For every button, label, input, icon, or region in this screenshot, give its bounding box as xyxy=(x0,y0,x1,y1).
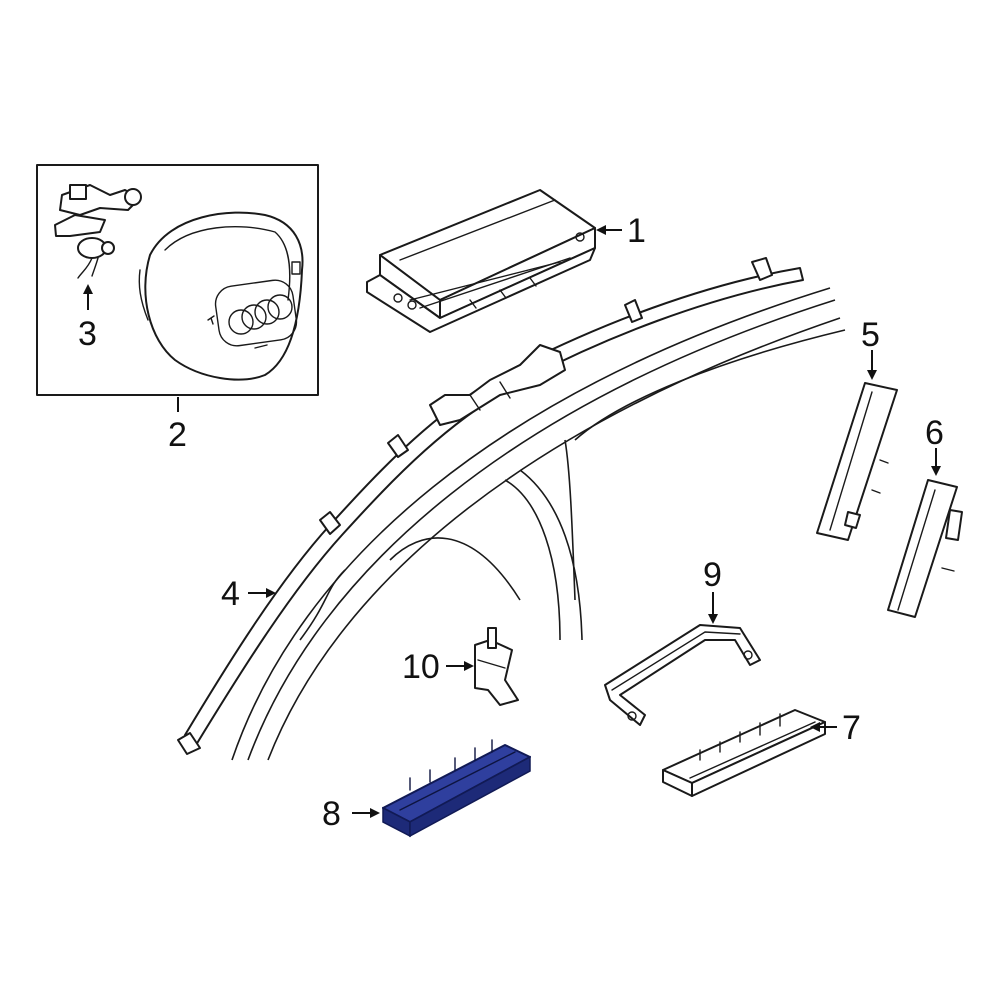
part-3-wiring-harness[interactable] xyxy=(54,184,142,279)
part-6-seat-airbag[interactable] xyxy=(887,479,963,618)
part-2-driver-airbag[interactable] xyxy=(138,211,304,381)
part-5-seat-airbag[interactable] xyxy=(816,382,898,541)
part-4-curtain-airbag[interactable] xyxy=(177,257,804,755)
callout-8: 8 xyxy=(322,795,341,833)
callout-2: 2 xyxy=(168,416,187,454)
callout-4: 4 xyxy=(221,575,240,613)
part-7-knee-airbag[interactable] xyxy=(662,709,826,797)
part-9-bracket[interactable] xyxy=(604,624,761,726)
callout-5: 5 xyxy=(861,316,880,354)
callout-9: 9 xyxy=(703,556,722,594)
part-8-knee-airbag-highlighted[interactable] xyxy=(382,739,531,838)
callout-labels: 1 2 3 4 5 6 7 8 9 10 xyxy=(78,212,944,833)
callout-7: 7 xyxy=(842,709,861,747)
callout-1: 1 xyxy=(627,212,646,250)
callout-6: 6 xyxy=(925,414,944,452)
callout-3: 3 xyxy=(78,315,97,353)
vehicle-body-outline xyxy=(231,287,846,761)
callout-10: 10 xyxy=(402,648,440,686)
leader-lines xyxy=(83,225,941,818)
part-10-sensor-bracket[interactable] xyxy=(474,627,519,706)
part-1-passenger-airbag[interactable] xyxy=(366,189,596,333)
